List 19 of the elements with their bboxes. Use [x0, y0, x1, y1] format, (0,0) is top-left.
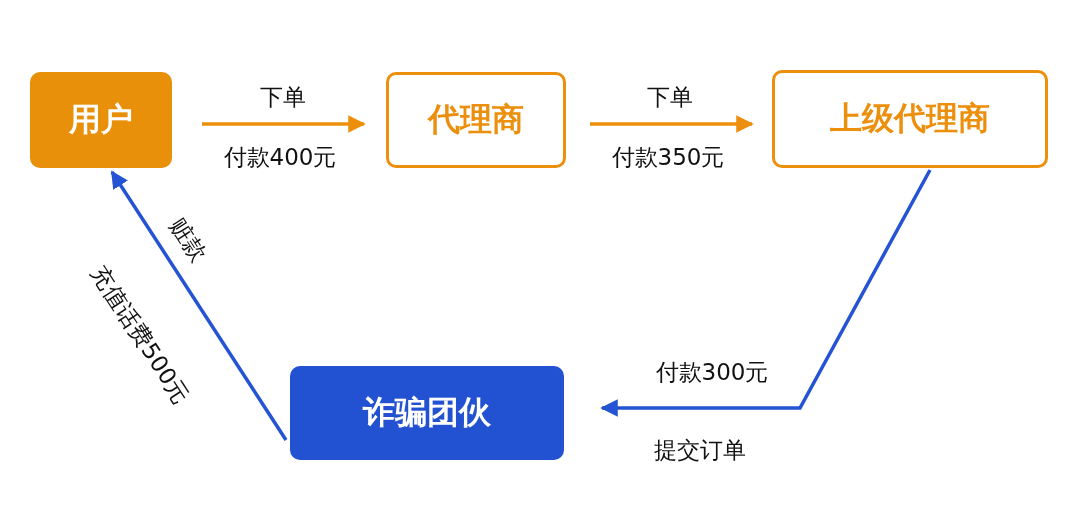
edge-label: 赃款 [164, 212, 213, 268]
node-label: 用户 [69, 99, 133, 140]
edge-note: 付款350元 [611, 142, 725, 172]
edge-note: 付款400元 [223, 142, 337, 172]
outlined-box [772, 70, 1048, 168]
node-label: 上级代理商 [830, 98, 990, 139]
filled-box [290, 366, 564, 460]
node-label: 代理商 [428, 99, 524, 140]
arrow [202, 115, 366, 133]
node-label: 诈骗团伙 [363, 392, 491, 433]
edge-label: 付款300元 [655, 357, 769, 387]
edge-label: 下单 [260, 82, 306, 112]
outlined-box [386, 72, 566, 168]
arrow [110, 170, 288, 441]
edge-label: 下单 [647, 82, 693, 112]
filled-box [30, 72, 172, 168]
arrow [600, 169, 932, 417]
edge-note: 提交订单 [654, 435, 746, 465]
arrow [590, 115, 754, 133]
